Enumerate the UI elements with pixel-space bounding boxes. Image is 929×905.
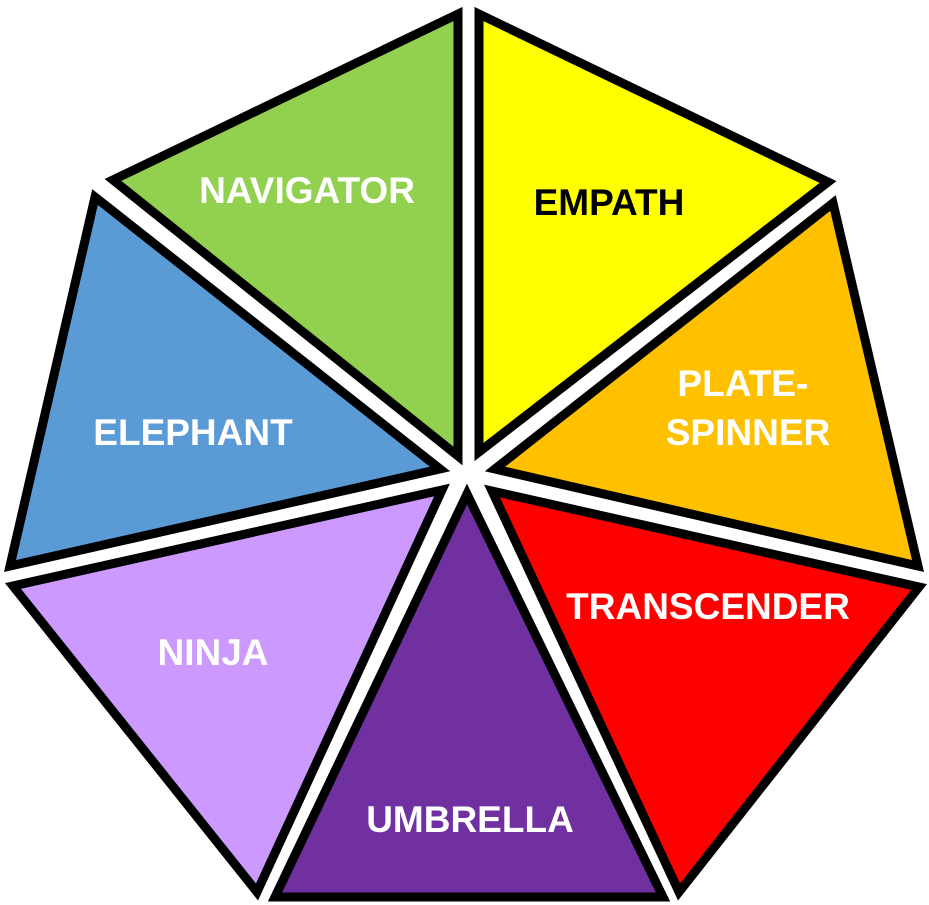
segment-elephant: ELEPHANT [4,189,451,572]
segment-umbrella-label: UMBRELLA [366,799,574,840]
segment-ninja-shape [4,483,450,901]
segment-elephant-label-line: ELEPHANT [93,412,293,453]
segment-navigator-shape [104,6,463,466]
segment-transcender-label: TRANSCENDER [566,586,850,627]
segment-elephant-label: ELEPHANT [93,412,293,453]
segment-transcender: TRANSCENDER [484,484,927,901]
segment-navigator-label-line: NAVIGATOR [199,170,415,211]
segment-umbrella-shape [267,483,671,902]
segment-ninja-label: NINJA [157,632,268,673]
segment-empath-label-line: EMPATH [534,182,685,223]
segment-ninja: NINJA [4,483,450,901]
segment-ninja-label-line: NINJA [157,632,268,673]
segment-umbrella-label-line: UMBRELLA [366,799,574,840]
segment-plate-spinner-label: PLATE- SPINNER [666,363,830,453]
segment-empath: EMPATH [474,6,837,462]
segment-umbrella: UMBRELLA [267,483,671,902]
segment-empath-label: EMPATH [534,182,685,223]
segment-navigator-label: NAVIGATOR [199,170,415,211]
segment-transcender-label-line: TRANSCENDER [566,586,850,627]
segment-plate-spinner-shape [484,195,925,572]
segment-elephant-shape [4,189,451,572]
segment-plate-spinner: PLATE- SPINNER [484,195,925,572]
segment-navigator: NAVIGATOR [104,6,463,466]
segment-transcender-shape [484,484,927,901]
segment-empath-shape [474,6,837,462]
segment-plate-spinner-label-line: PLATE- [677,363,808,404]
segment-plate-spinner-label-line: SPINNER [666,412,830,453]
